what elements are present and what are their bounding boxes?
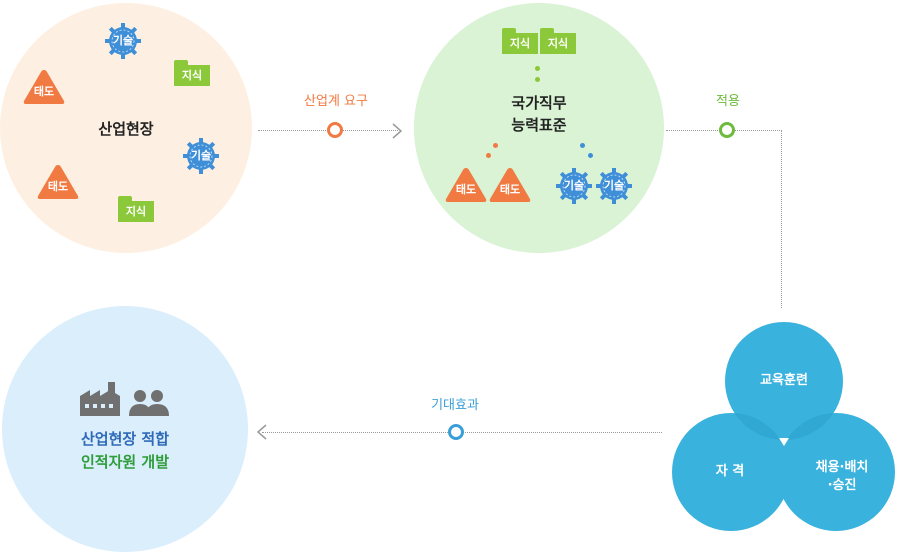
venn-label-employment-line2: ·승진 <box>827 478 857 493</box>
arrow-left-icon <box>256 424 267 440</box>
knowledge-folder-icon: 지식 <box>502 28 538 54</box>
attitude-triangle-icon: 태도 <box>489 167 531 203</box>
apply-label: 적용 <box>716 94 740 109</box>
arrow-right-icon <box>392 123 403 139</box>
venn-overlap <box>725 413 843 446</box>
skill-label: 기술 <box>603 179 625 192</box>
skill-label: 기술 <box>190 149 212 162</box>
ncs-circle <box>414 3 664 253</box>
demand-node-icon <box>327 122 343 138</box>
attitude-label: 태도 <box>455 183 477 196</box>
demand-label: 산업계 요구 <box>304 94 368 109</box>
industry-title: 산업현장 <box>98 120 154 138</box>
venn-label-qualification: 자 격 <box>715 464 745 479</box>
knowledge-label: 지식 <box>125 205 147 218</box>
venn-center-icon <box>779 438 789 446</box>
attitude-triangle-icon: 태도 <box>445 167 487 203</box>
skill-gear-icon: 기술 <box>105 23 141 59</box>
attitude-label: 태도 <box>47 180 69 193</box>
skill-gear-icon: 기술 <box>183 138 219 174</box>
connector-dot <box>493 143 498 148</box>
result-line1: 산업현장 적합 <box>80 430 170 448</box>
knowledge-label: 지식 <box>509 37 531 50</box>
ncs-title-line1: 국가직무 <box>511 94 567 112</box>
people-icon <box>129 390 169 416</box>
factory-icon <box>80 382 120 416</box>
connector-dot <box>580 143 585 148</box>
skill-label: 기술 <box>563 179 585 192</box>
connector-dot <box>486 153 491 158</box>
ncs-title: 국가직무 능력표준 <box>489 92 589 136</box>
venn-label-employment: 채용·배치 ·승진 <box>789 459 895 495</box>
effect-label: 기대효과 <box>431 398 479 413</box>
result-title: 산업현장 적합 인적자원 개발 <box>40 428 210 474</box>
attitude-triangle-icon: 태도 <box>23 69 65 105</box>
apply-connector-line-vertical <box>781 130 782 308</box>
result-line2: 인적자원 개발 <box>80 453 170 471</box>
knowledge-label: 지식 <box>547 37 569 50</box>
ncs-title-line2: 능력표준 <box>511 116 567 134</box>
venn-label-training: 교육훈련 <box>760 373 808 388</box>
knowledge-folder-icon: 지식 <box>118 196 154 222</box>
connector-dot <box>535 66 540 71</box>
skill-label: 기술 <box>112 34 134 47</box>
connector-dot <box>588 153 593 158</box>
knowledge-folder-icon: 지식 <box>174 60 210 86</box>
venn-label-employment-line1: 채용·배치 <box>815 460 869 475</box>
attitude-label: 태도 <box>33 85 55 98</box>
knowledge-folder-icon: 지식 <box>540 28 576 54</box>
attitude-triangle-icon: 태도 <box>37 164 79 200</box>
effect-node-icon <box>448 424 464 440</box>
attitude-label: 태도 <box>499 183 521 196</box>
skill-gear-icon: 기술 <box>556 168 592 204</box>
apply-node-icon <box>719 122 735 138</box>
result-circle <box>2 306 248 552</box>
connector-dot <box>535 77 540 82</box>
skill-gear-icon: 기술 <box>596 168 632 204</box>
knowledge-label: 지식 <box>181 69 203 82</box>
